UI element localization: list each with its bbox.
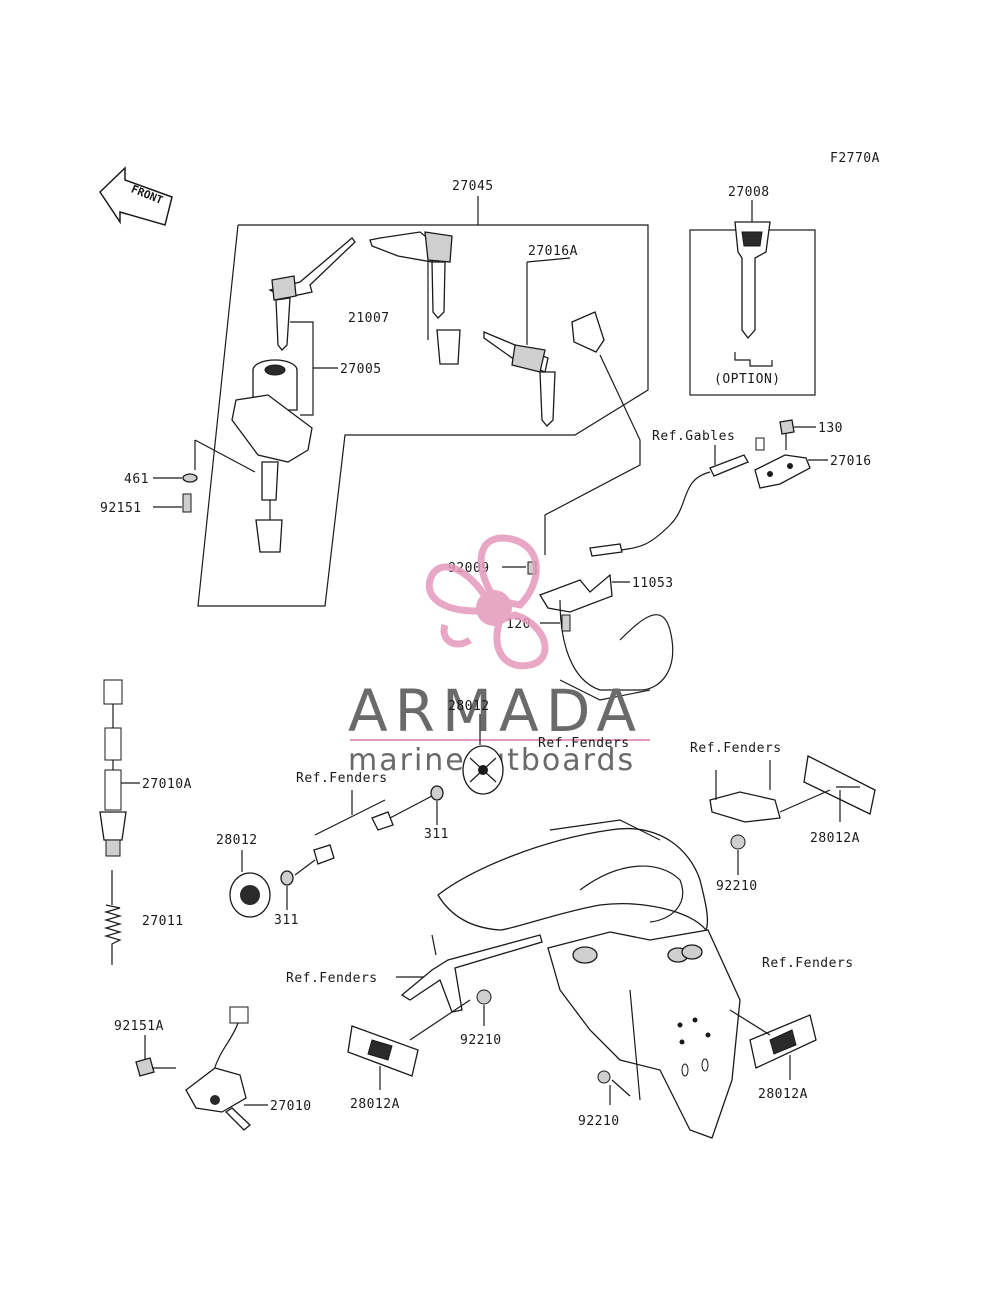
reflector-28012A-right bbox=[729, 1009, 817, 1080]
label-ref-fenders-left: Ref.Fenders bbox=[296, 771, 388, 786]
watermark-brand: ARMADA bbox=[348, 677, 643, 745]
label-27010: 27010 bbox=[270, 1099, 312, 1114]
label-311-a: 311 bbox=[424, 827, 449, 842]
label-27016A: 27016A bbox=[528, 244, 578, 259]
label-ref-gables: Ref.Gables bbox=[652, 429, 735, 444]
label-28012A-right: 28012A bbox=[758, 1087, 808, 1102]
nut-92210-c bbox=[597, 1070, 631, 1105]
option-key-box bbox=[689, 200, 816, 396]
label-27045: 27045 bbox=[452, 179, 494, 194]
seat-cable bbox=[589, 437, 765, 557]
label-311-b: 311 bbox=[274, 913, 299, 928]
label-21007: 21007 bbox=[348, 311, 390, 326]
label-ref-fenders-lower: Ref.Fenders bbox=[286, 971, 378, 986]
label-28012A-top: 28012A bbox=[810, 831, 860, 846]
leader-27016A bbox=[544, 354, 641, 555]
ignition-switch bbox=[231, 321, 338, 553]
label-92151A: 92151A bbox=[114, 1019, 164, 1034]
key-set-left bbox=[268, 237, 356, 351]
label-27016: 27016 bbox=[830, 454, 872, 469]
label-ref-fenders-far-right: Ref.Fenders bbox=[762, 956, 854, 971]
reflector-28012-left bbox=[229, 850, 271, 918]
label-ref-fenders-right: Ref.Fenders bbox=[690, 741, 782, 756]
rear-fender bbox=[437, 819, 741, 1139]
label-ref-fenders-center: Ref.Fenders bbox=[538, 736, 630, 751]
bracket-11053 bbox=[502, 561, 674, 701]
label-92210-b: 92210 bbox=[460, 1033, 502, 1048]
screw-130 bbox=[779, 419, 816, 450]
group-27045-outline bbox=[197, 196, 649, 607]
label-27005: 27005 bbox=[340, 362, 382, 377]
label-461: 461 bbox=[124, 472, 149, 487]
label-130: 130 bbox=[818, 421, 843, 436]
armada-logo bbox=[425, 534, 549, 670]
switch-27010A bbox=[99, 679, 140, 857]
reflector-28012A-left bbox=[347, 1025, 419, 1090]
label-28012-top: 28012 bbox=[448, 699, 490, 714]
reflector-28012-top bbox=[462, 714, 504, 795]
label-11053: 11053 bbox=[632, 576, 674, 591]
label-92210-a: 92210 bbox=[716, 879, 758, 894]
fender-hardware-left bbox=[280, 785, 444, 910]
reflector-28012A-top bbox=[709, 755, 876, 875]
label-92151: 92151 bbox=[100, 501, 142, 516]
lock-27016 bbox=[754, 454, 828, 489]
screw-92151 bbox=[153, 493, 192, 513]
key-set-center bbox=[369, 231, 461, 365]
label-27010A: 27010A bbox=[142, 777, 192, 792]
front-arrow-icon: FRONT bbox=[99, 166, 173, 226]
switch-27010 bbox=[185, 1006, 268, 1131]
bolt-92151A bbox=[135, 1035, 176, 1077]
label-28012-left: 28012 bbox=[216, 833, 258, 848]
bracket-lower-left bbox=[396, 934, 543, 1041]
label-28012A-left: 28012A bbox=[350, 1097, 400, 1112]
key-set-right bbox=[483, 257, 605, 427]
option-label: (OPTION) bbox=[714, 372, 781, 387]
figure-code: F2770A bbox=[830, 151, 880, 166]
label-27008: 27008 bbox=[728, 185, 770, 200]
spring-27011 bbox=[103, 870, 123, 965]
washer-461 bbox=[153, 439, 256, 483]
label-92210-c: 92210 bbox=[578, 1114, 620, 1129]
label-27011: 27011 bbox=[142, 914, 184, 929]
